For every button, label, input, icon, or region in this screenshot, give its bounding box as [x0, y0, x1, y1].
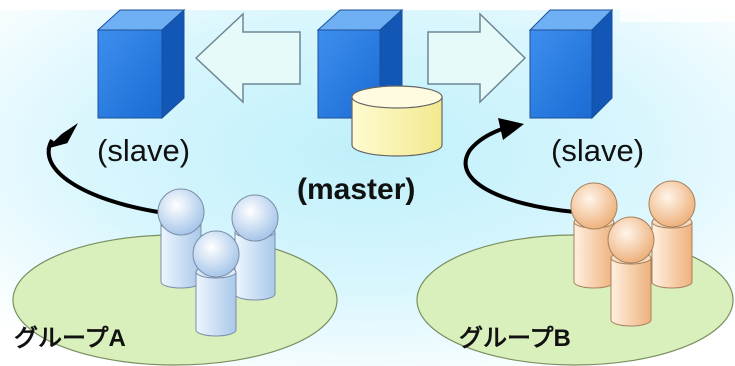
replication-arrow-right [427, 12, 527, 104]
person-icon [648, 180, 696, 289]
curved-arrow [46, 139, 159, 214]
curved-arrow [463, 126, 576, 214]
master-label: (master) [297, 173, 416, 206]
group-a-label: グループA [14, 325, 126, 352]
person-icon [192, 230, 240, 337]
person-icon [157, 188, 205, 289]
slave-right-label: (slave) [551, 133, 645, 168]
group-b-label: グループB [459, 325, 571, 352]
slave-left-label: (slave) [97, 133, 191, 168]
person-icon [570, 182, 618, 289]
person-icon [607, 216, 655, 327]
person-icon [231, 194, 279, 301]
server-icon [96, 8, 186, 120]
database-icon [351, 85, 443, 157]
server-icon [528, 8, 614, 120]
replication-arrow-left [194, 12, 301, 104]
server-icon [316, 8, 404, 120]
